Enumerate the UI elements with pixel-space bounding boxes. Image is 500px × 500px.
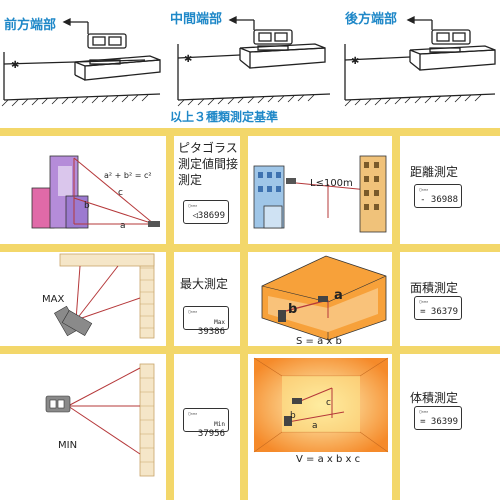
volume-formula: V = a x b x c [296, 454, 361, 465]
area-side-a: a [334, 288, 343, 303]
grid-divider-col2 [240, 128, 248, 500]
distance-title: 距離測定 [410, 165, 459, 179]
svg-text:✱: ✱ [351, 56, 359, 67]
pythagoras-title: ピタゴラス 測定値間接 測定 [178, 141, 239, 187]
lcd-value: 39386 [197, 327, 225, 337]
min-illustration [45, 363, 155, 477]
max-title: 最大測定 [180, 277, 229, 291]
volume-illustration [253, 357, 389, 453]
max-caption: MAX [42, 294, 65, 305]
pythagoras-lcd: ▯▭▭ ◁38699 [183, 200, 229, 224]
lcd-header: ▯▭▭ [419, 187, 429, 193]
volume-side-a: a [312, 421, 318, 431]
lcd-value: - 36988 [420, 195, 458, 205]
pythagoras-side-b: b [84, 201, 90, 211]
lcd-value: = 36399 [420, 417, 458, 427]
lcd-value: 38699 [197, 211, 225, 221]
lcd-header: ▯▭▭ [419, 409, 429, 415]
grid-divider-top [0, 128, 500, 136]
grid-divider-lower [0, 346, 500, 354]
grid-divider-col1 [166, 128, 174, 500]
lcd-value: 37956 [197, 429, 225, 439]
lcd-header: ▯▭▭ [419, 299, 429, 305]
rear-end-label: 後方端部 [345, 12, 398, 27]
distance-range-label: L≤100m [310, 178, 353, 189]
area-title: 面積測定 [410, 281, 459, 295]
pythagoras-side-c: c [118, 188, 123, 198]
lcd-prefix: Min [214, 421, 225, 428]
area-side-b: b [288, 302, 298, 317]
lcd-value: = 36379 [420, 307, 458, 317]
lcd-header: ▯▭▭ [188, 203, 198, 209]
distance-illustration [253, 155, 387, 233]
lcd-prefix: ◁ [192, 211, 198, 221]
area-formula: S = a x b [296, 336, 342, 347]
pythagoras-formula: a² + b² = c² [104, 171, 152, 180]
svg-text:✱: ✱ [184, 54, 192, 65]
reference-diagrams: ✱ ✱ ✱ [1, 15, 496, 107]
max-lcd: ▯▭▭ Max 39386 [183, 306, 229, 337]
front-end-label: 前方端部 [4, 18, 57, 33]
pythagoras-side-a: a [120, 221, 126, 231]
reference-subtitle: 以上３種類測定基準 [170, 110, 279, 124]
lcd-header: ▯▭▭ [188, 411, 198, 417]
area-lcd: ▯▭▭ = 36379 [414, 296, 462, 320]
volume-title: 体積測定 [410, 391, 459, 405]
min-caption: MIN [58, 440, 78, 451]
lcd-prefix: Max [214, 319, 225, 326]
area-illustration [261, 255, 387, 341]
max-illustration [54, 253, 155, 339]
volume-lcd: ▯▭▭ = 36399 [414, 406, 462, 430]
distance-lcd: ▯▭▭ - 36988 [414, 184, 462, 208]
grid-divider-middle [0, 244, 500, 252]
volume-side-c: c [326, 398, 331, 408]
volume-side-b: b [290, 411, 296, 421]
svg-text:✱: ✱ [11, 60, 19, 71]
pythagoras-illustration [31, 155, 160, 229]
lcd-header: ▯▭▭ [188, 309, 198, 315]
min-lcd: ▯▭▭ Min 37956 [183, 408, 229, 439]
grid-divider-col3 [392, 128, 400, 500]
middle-end-label: 中間端部 [170, 12, 223, 27]
